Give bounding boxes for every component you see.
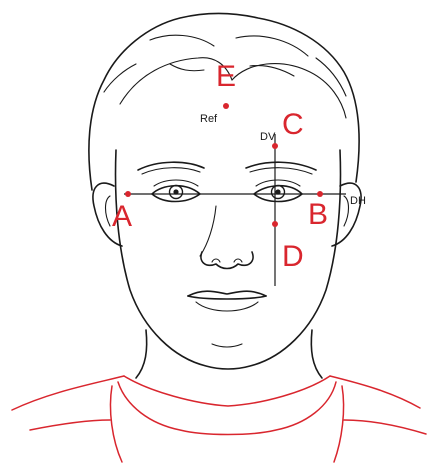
nose xyxy=(200,206,253,269)
face-outline xyxy=(116,150,341,369)
label-dv: DV xyxy=(260,131,276,143)
label-ref: Ref xyxy=(200,113,218,125)
label-b: B xyxy=(308,198,328,231)
right-eye xyxy=(254,180,302,202)
label-a: A xyxy=(112,200,132,233)
ref-point-dot xyxy=(223,103,229,109)
mouth xyxy=(188,291,266,311)
label-d: D xyxy=(282,240,304,273)
label-dh: DH xyxy=(350,195,366,207)
eyebrows xyxy=(138,162,316,174)
chin-line xyxy=(212,344,242,347)
point-a-dot xyxy=(125,191,131,197)
neck xyxy=(136,330,322,378)
point-c-dot xyxy=(272,143,278,149)
point-d-dot xyxy=(272,221,278,227)
shirt-outline xyxy=(12,376,426,462)
point-b-dot xyxy=(317,191,323,197)
hair xyxy=(89,14,359,191)
left-eye xyxy=(152,180,200,202)
label-e: E xyxy=(216,60,236,93)
label-c: C xyxy=(282,108,304,141)
